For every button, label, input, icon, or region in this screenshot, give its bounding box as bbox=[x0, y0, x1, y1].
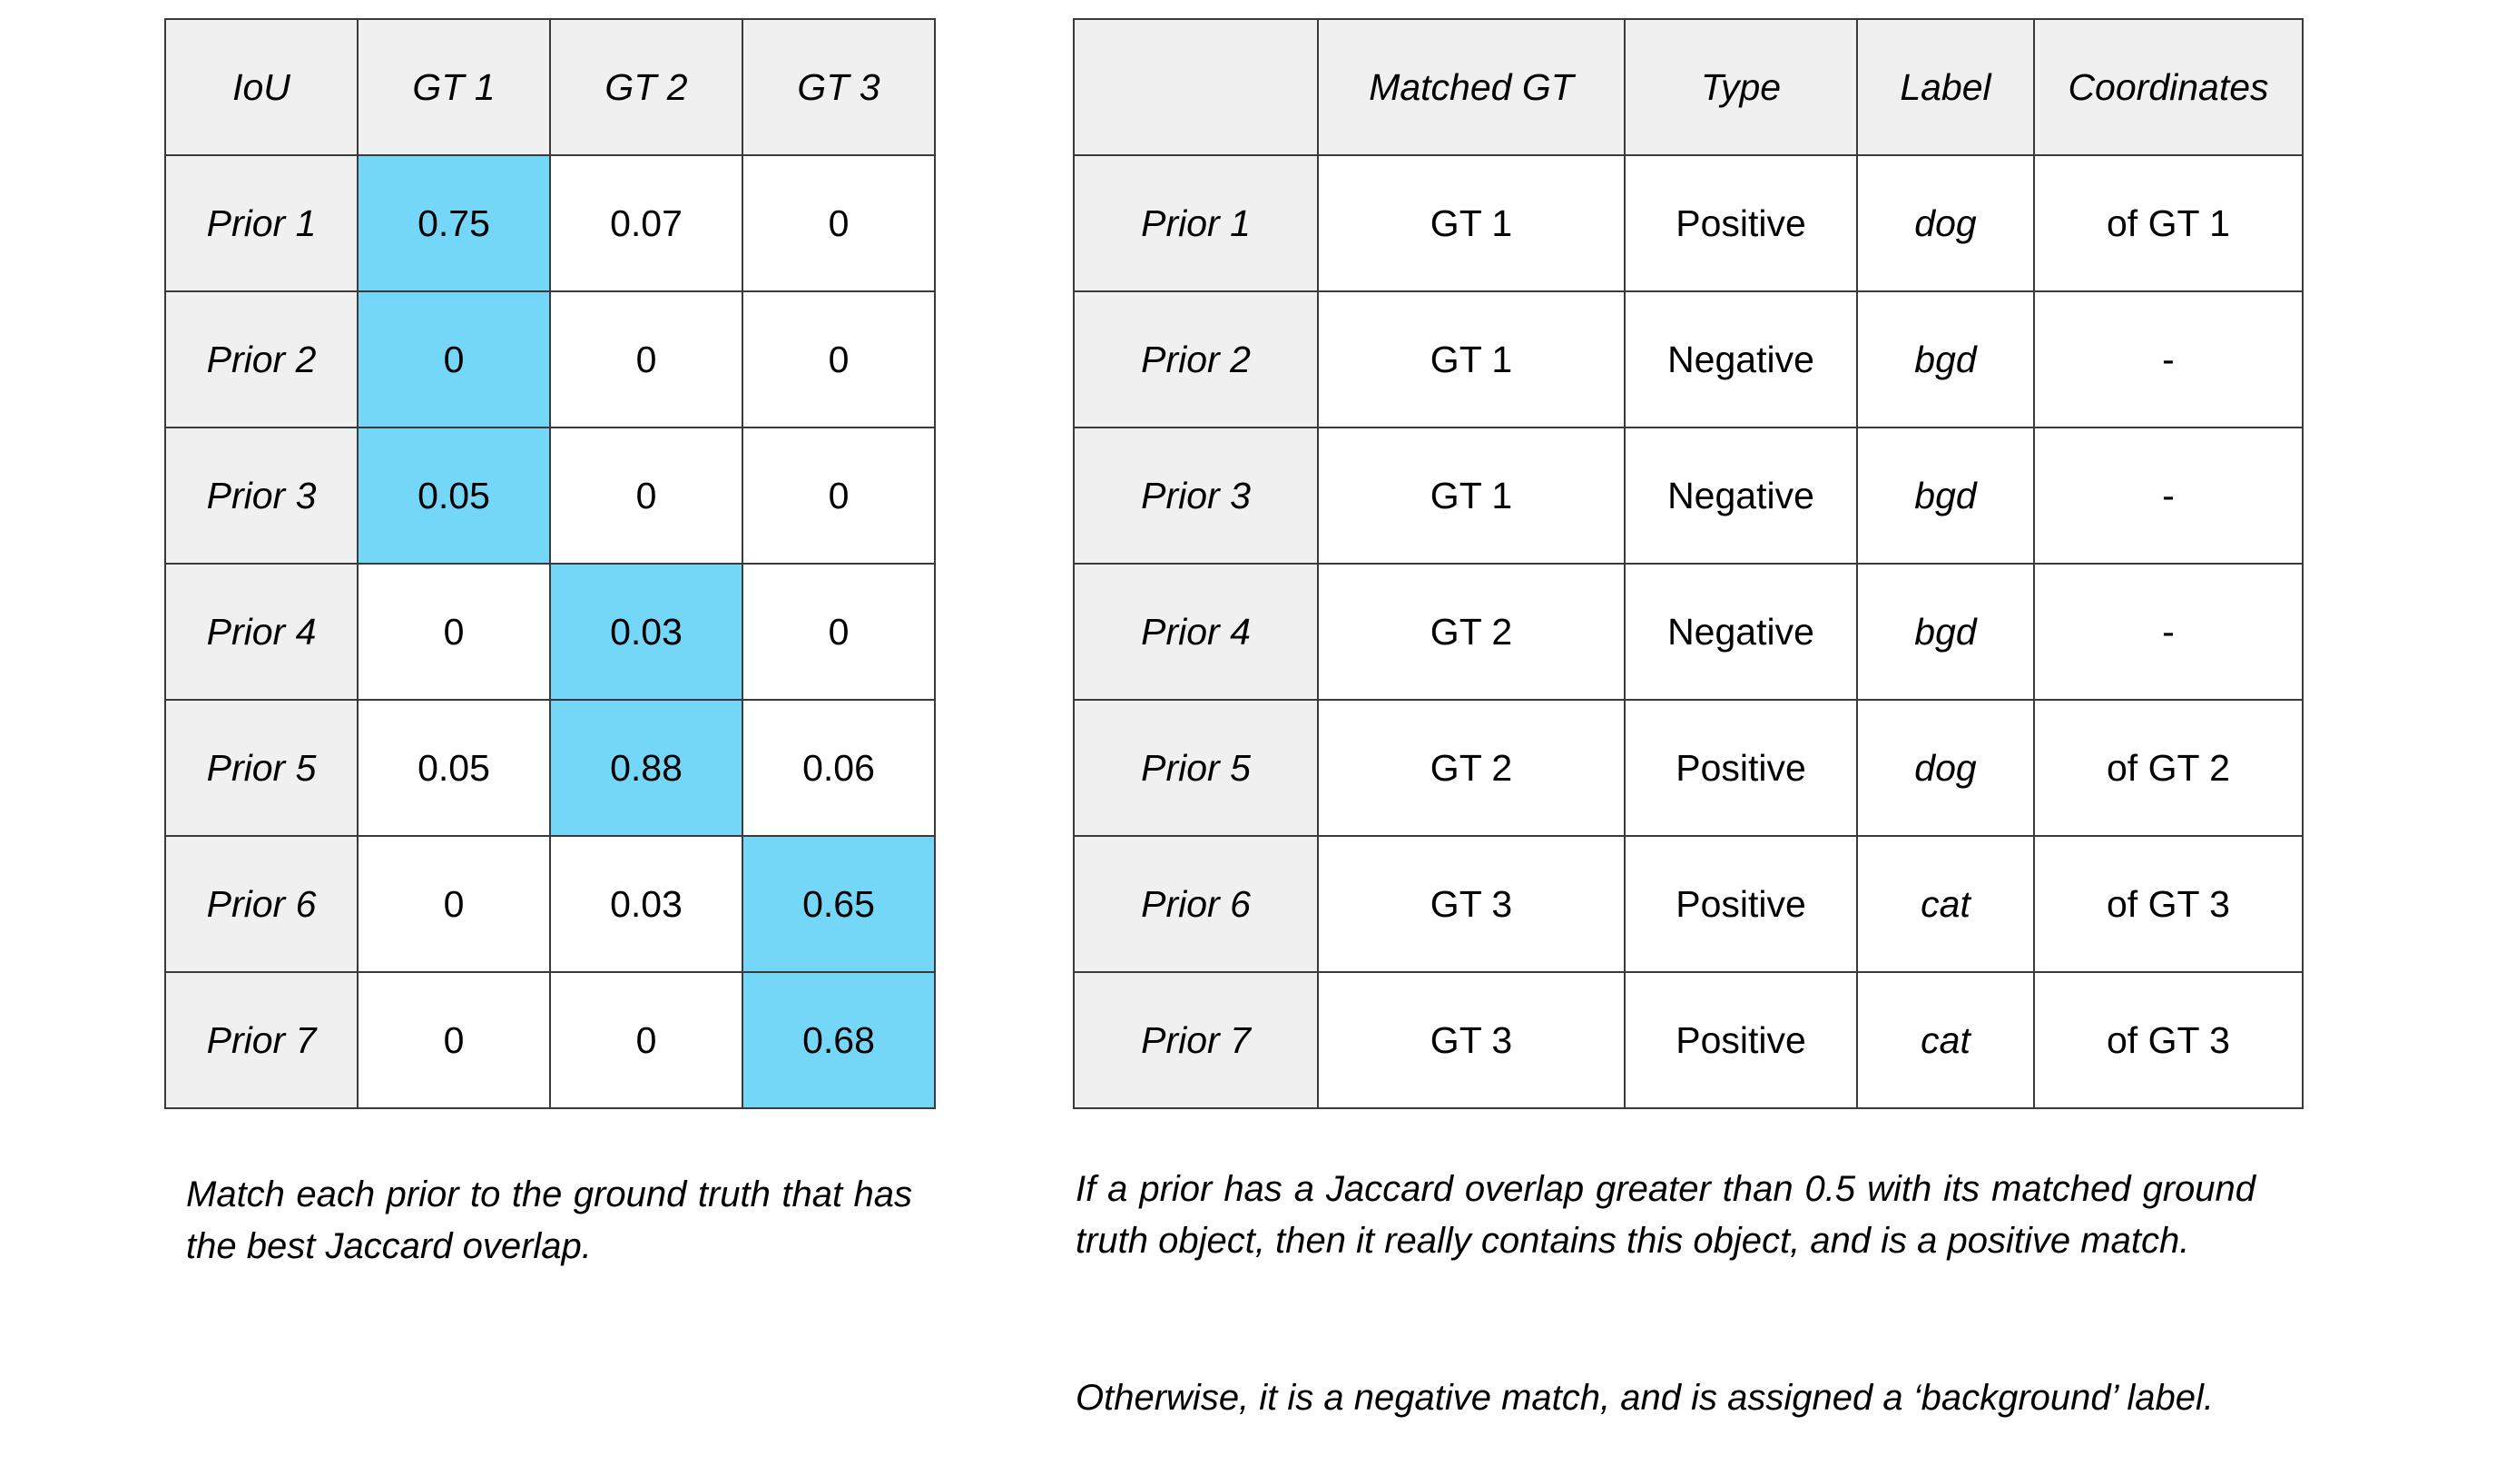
iou-row-header-prior-5: Prior 5 bbox=[164, 699, 359, 837]
match-cell-p3-matched-gt: GT 1 bbox=[1317, 427, 1626, 565]
iou-cell-p4-gt2: 0.03 bbox=[549, 563, 743, 701]
match-table: Matched GT Type Label Coordinates Prior … bbox=[1073, 18, 2304, 1109]
table-row: Prior 2 0 0 0 bbox=[164, 290, 936, 428]
iou-col-header-gt2: GT 2 bbox=[549, 18, 743, 156]
match-row-header-prior-1: Prior 1 bbox=[1073, 154, 1319, 292]
table-row: Prior 1 GT 1 Positive dog of GT 1 bbox=[1073, 154, 2304, 292]
table-row: Prior 6 0 0.03 0.65 bbox=[164, 835, 936, 973]
table-row: Prior 4 GT 2 Negative bgd - bbox=[1073, 563, 2304, 701]
iou-row-header-prior-7: Prior 7 bbox=[164, 971, 359, 1109]
match-cell-p1-label: dog bbox=[1856, 154, 2035, 292]
match-cell-p5-coordinates: of GT 2 bbox=[2033, 699, 2304, 837]
match-table-panel: Matched GT Type Label Coordinates Prior … bbox=[1073, 18, 2304, 1109]
match-col-header-matched-gt: Matched GT bbox=[1317, 18, 1626, 156]
match-cell-p4-label: bgd bbox=[1856, 563, 2035, 701]
iou-cell-p6-gt1: 0 bbox=[357, 835, 551, 973]
iou-row-header-prior-1: Prior 1 bbox=[164, 154, 359, 292]
iou-row-header-prior-2: Prior 2 bbox=[164, 290, 359, 428]
match-cell-p1-type: Positive bbox=[1624, 154, 1858, 292]
iou-cell-p3-gt2: 0 bbox=[549, 427, 743, 565]
match-row-header-prior-3: Prior 3 bbox=[1073, 427, 1319, 565]
match-cell-p4-coordinates: - bbox=[2033, 563, 2304, 701]
iou-table-header-row: IoU GT 1 GT 2 GT 3 bbox=[164, 18, 936, 156]
iou-cell-p3-gt3: 0 bbox=[742, 427, 936, 565]
iou-cell-p2-gt2: 0 bbox=[549, 290, 743, 428]
match-row-header-prior-4: Prior 4 bbox=[1073, 563, 1319, 701]
match-cell-p4-type: Negative bbox=[1624, 563, 1858, 701]
match-corner-header bbox=[1073, 18, 1319, 156]
match-cell-p2-matched-gt: GT 1 bbox=[1317, 290, 1626, 428]
table-row: Prior 5 0.05 0.88 0.06 bbox=[164, 699, 936, 837]
iou-cell-p6-gt2: 0.03 bbox=[549, 835, 743, 973]
iou-cell-p7-gt3: 0.68 bbox=[742, 971, 936, 1109]
match-cell-p6-matched-gt: GT 3 bbox=[1317, 835, 1626, 973]
match-row-header-prior-2: Prior 2 bbox=[1073, 290, 1319, 428]
match-cell-p6-label: cat bbox=[1856, 835, 2035, 973]
match-table-header-row: Matched GT Type Label Coordinates bbox=[1073, 18, 2304, 156]
iou-cell-p6-gt3: 0.65 bbox=[742, 835, 936, 973]
match-col-header-type: Type bbox=[1624, 18, 1858, 156]
match-cell-p2-coordinates: - bbox=[2033, 290, 2304, 428]
match-cell-p7-label: cat bbox=[1856, 971, 2035, 1109]
match-cell-p4-matched-gt: GT 2 bbox=[1317, 563, 1626, 701]
iou-col-header-gt3: GT 3 bbox=[742, 18, 936, 156]
iou-cell-p5-gt3: 0.06 bbox=[742, 699, 936, 837]
match-cell-p5-type: Positive bbox=[1624, 699, 1858, 837]
iou-cell-p2-gt3: 0 bbox=[742, 290, 936, 428]
match-col-header-coordinates: Coordinates bbox=[2033, 18, 2304, 156]
match-cell-p6-type: Positive bbox=[1624, 835, 1858, 973]
match-cell-p5-matched-gt: GT 2 bbox=[1317, 699, 1626, 837]
table-row: Prior 3 GT 1 Negative bgd - bbox=[1073, 427, 2304, 565]
table-row: Prior 1 0.75 0.07 0 bbox=[164, 154, 936, 292]
iou-cell-p5-gt2: 0.88 bbox=[549, 699, 743, 837]
match-cell-p1-matched-gt: GT 1 bbox=[1317, 154, 1626, 292]
match-cell-p1-coordinates: of GT 1 bbox=[2033, 154, 2304, 292]
iou-cell-p1-gt1: 0.75 bbox=[357, 154, 551, 292]
iou-cell-p1-gt3: 0 bbox=[742, 154, 936, 292]
iou-col-header-gt1: GT 1 bbox=[357, 18, 551, 156]
iou-cell-p1-gt2: 0.07 bbox=[549, 154, 743, 292]
match-col-header-label: Label bbox=[1856, 18, 2035, 156]
match-cell-p5-label: dog bbox=[1856, 699, 2035, 837]
iou-table: IoU GT 1 GT 2 GT 3 Prior 1 0.75 0.07 0 P… bbox=[164, 18, 936, 1109]
match-cell-p3-coordinates: - bbox=[2033, 427, 2304, 565]
match-table-body: Prior 1 GT 1 Positive dog of GT 1 Prior … bbox=[1073, 154, 2304, 1109]
table-row: Prior 7 0 0 0.68 bbox=[164, 971, 936, 1109]
caption-left: Match each prior to the ground truth tha… bbox=[186, 1174, 912, 1266]
table-row: Prior 3 0.05 0 0 bbox=[164, 427, 936, 565]
iou-table-body: Prior 1 0.75 0.07 0 Prior 2 0 0 0 Prior … bbox=[164, 154, 936, 1109]
iou-cell-p2-gt1: 0 bbox=[357, 290, 551, 428]
table-row: Prior 5 GT 2 Positive dog of GT 2 bbox=[1073, 699, 2304, 837]
iou-cell-p4-gt3: 0 bbox=[742, 563, 936, 701]
iou-cell-p7-gt1: 0 bbox=[357, 971, 551, 1109]
match-cell-p2-type: Negative bbox=[1624, 290, 1858, 428]
caption-right-positive: If a prior has a Jaccard overlap greater… bbox=[1076, 1169, 2255, 1261]
iou-row-header-prior-4: Prior 4 bbox=[164, 563, 359, 701]
match-cell-p3-label: bgd bbox=[1856, 427, 2035, 565]
match-cell-p7-matched-gt: GT 3 bbox=[1317, 971, 1626, 1109]
iou-cell-p3-gt1: 0.05 bbox=[357, 427, 551, 565]
match-cell-p3-type: Negative bbox=[1624, 427, 1858, 565]
iou-row-header-prior-3: Prior 3 bbox=[164, 427, 359, 565]
caption-right-negative: Otherwise, it is a negative match, and i… bbox=[1076, 1378, 2215, 1418]
iou-cell-p7-gt2: 0 bbox=[549, 971, 743, 1109]
match-cell-p7-type: Positive bbox=[1624, 971, 1858, 1109]
table-row: Prior 4 0 0.03 0 bbox=[164, 563, 936, 701]
iou-corner-header: IoU bbox=[164, 18, 359, 156]
iou-row-header-prior-6: Prior 6 bbox=[164, 835, 359, 973]
match-cell-p2-label: bgd bbox=[1856, 290, 2035, 428]
match-cell-p7-coordinates: of GT 3 bbox=[2033, 971, 2304, 1109]
table-row: Prior 7 GT 3 Positive cat of GT 3 bbox=[1073, 971, 2304, 1109]
match-cell-p6-coordinates: of GT 3 bbox=[2033, 835, 2304, 973]
match-row-header-prior-7: Prior 7 bbox=[1073, 971, 1319, 1109]
iou-cell-p5-gt1: 0.05 bbox=[357, 699, 551, 837]
table-row: Prior 6 GT 3 Positive cat of GT 3 bbox=[1073, 835, 2304, 973]
match-row-header-prior-6: Prior 6 bbox=[1073, 835, 1319, 973]
iou-cell-p4-gt1: 0 bbox=[357, 563, 551, 701]
iou-table-panel: IoU GT 1 GT 2 GT 3 Prior 1 0.75 0.07 0 P… bbox=[164, 18, 936, 1109]
match-row-header-prior-5: Prior 5 bbox=[1073, 699, 1319, 837]
table-row: Prior 2 GT 1 Negative bgd - bbox=[1073, 290, 2304, 428]
